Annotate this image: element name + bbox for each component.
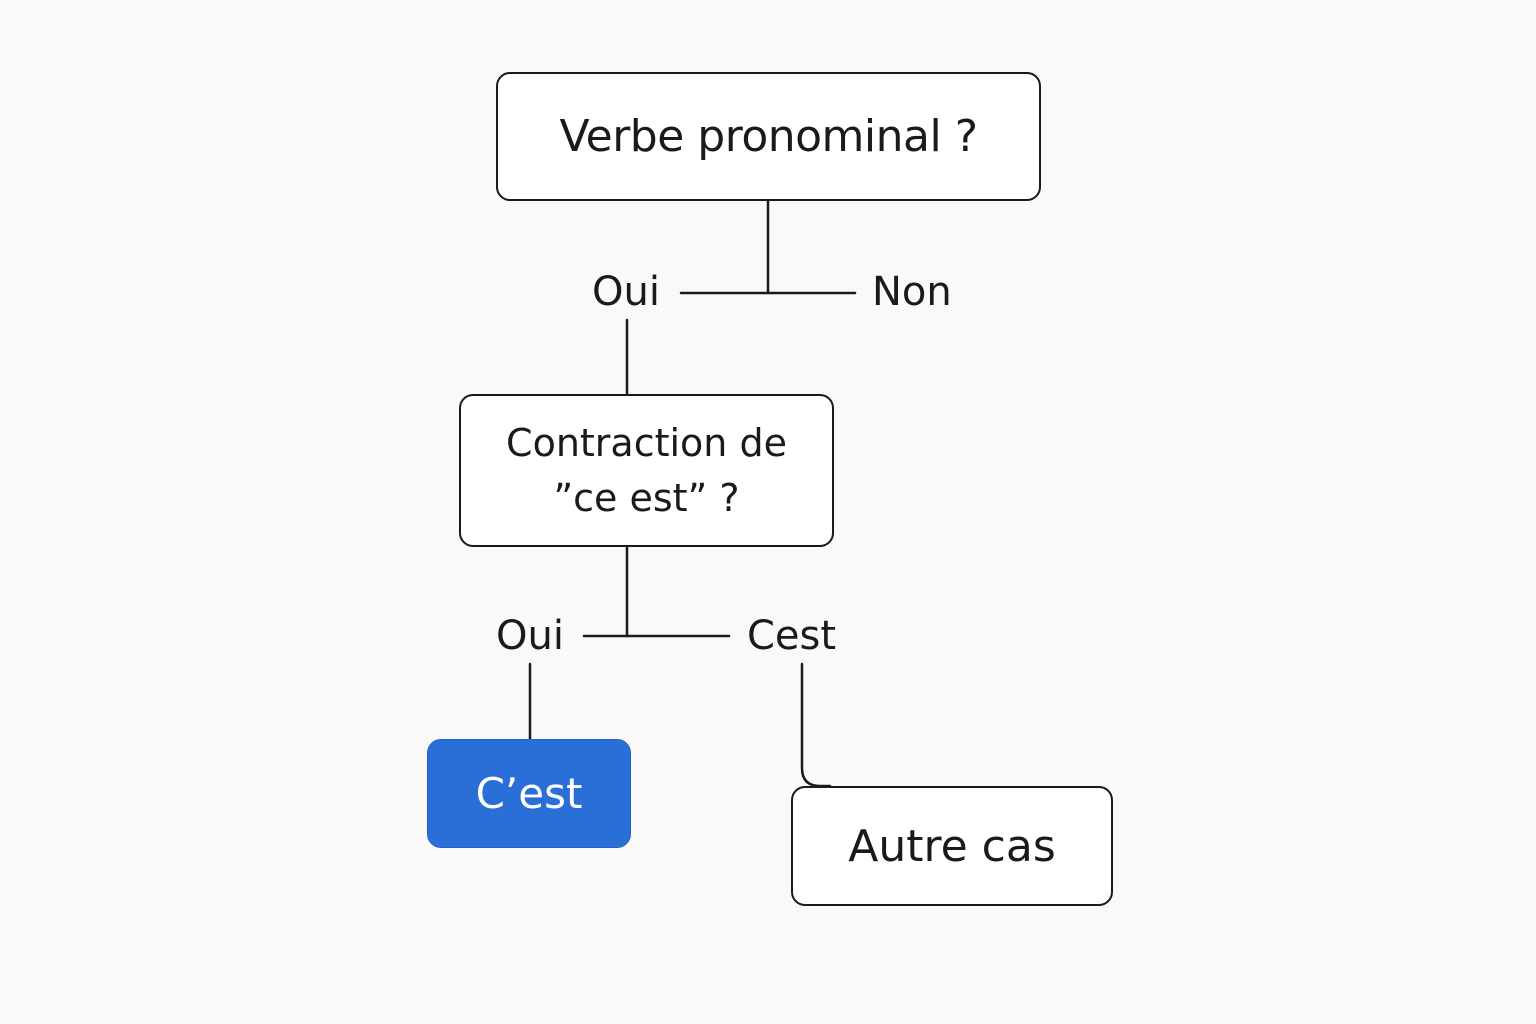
result-node-cest: C’est — [427, 739, 631, 848]
question-node-verbe-pronominal: Verbe pronominal ? — [496, 72, 1041, 201]
question-1-text: Verbe pronominal ? — [559, 111, 978, 162]
question-2-text-line-1: Contraction de — [506, 420, 787, 465]
branch-label-oui-2: Oui — [496, 613, 564, 659]
branch-label-non: Non — [872, 269, 952, 315]
branch-label-oui: Oui — [592, 269, 660, 315]
connector-cest-to-autre — [800, 662, 832, 788]
result-cest-text: C’est — [475, 769, 583, 818]
result-node-autre-cas: Autre cas — [791, 786, 1113, 906]
result-autre-cas-text: Autre cas — [848, 820, 1056, 872]
question-2-text-line-2: ”ce est” ? — [553, 475, 740, 520]
question-node-contraction: Contraction de ”ce est” ? — [459, 394, 834, 547]
branch-label-cest: Cest — [747, 613, 837, 659]
